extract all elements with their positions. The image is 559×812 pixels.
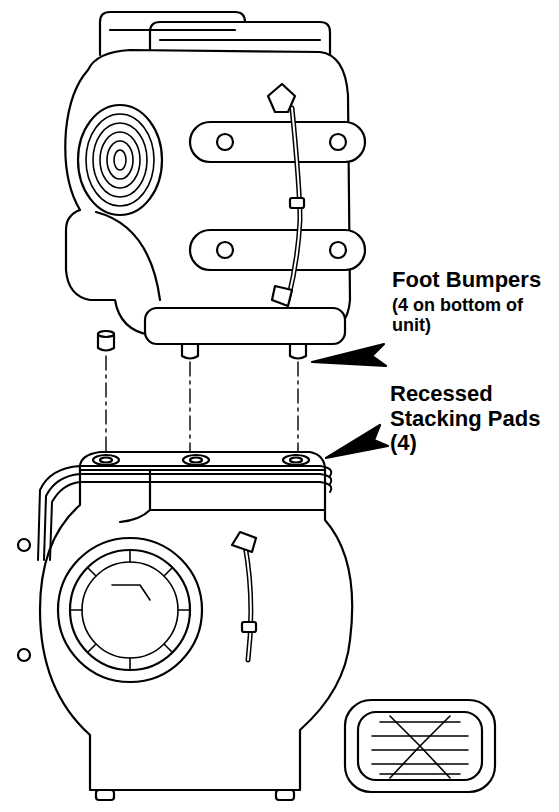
part-label: Foot Bumpers: [392, 268, 552, 293]
strap: [190, 122, 365, 162]
foot-bumper: [98, 331, 306, 359]
housing: [65, 50, 350, 335]
part-label: Recessed Stacking Pads (4): [390, 382, 550, 456]
strap: [190, 230, 365, 270]
callout-arrow: [312, 344, 386, 366]
stacking-pad: [93, 455, 309, 465]
foot-bar: [145, 308, 345, 344]
intake: [58, 538, 202, 682]
housing: [40, 452, 352, 790]
part-note: (4 on bottom of unit): [392, 295, 532, 335]
intake: [78, 105, 162, 215]
outlet: [345, 700, 495, 792]
callout-arrow: [326, 425, 388, 458]
plug: [268, 84, 295, 112]
